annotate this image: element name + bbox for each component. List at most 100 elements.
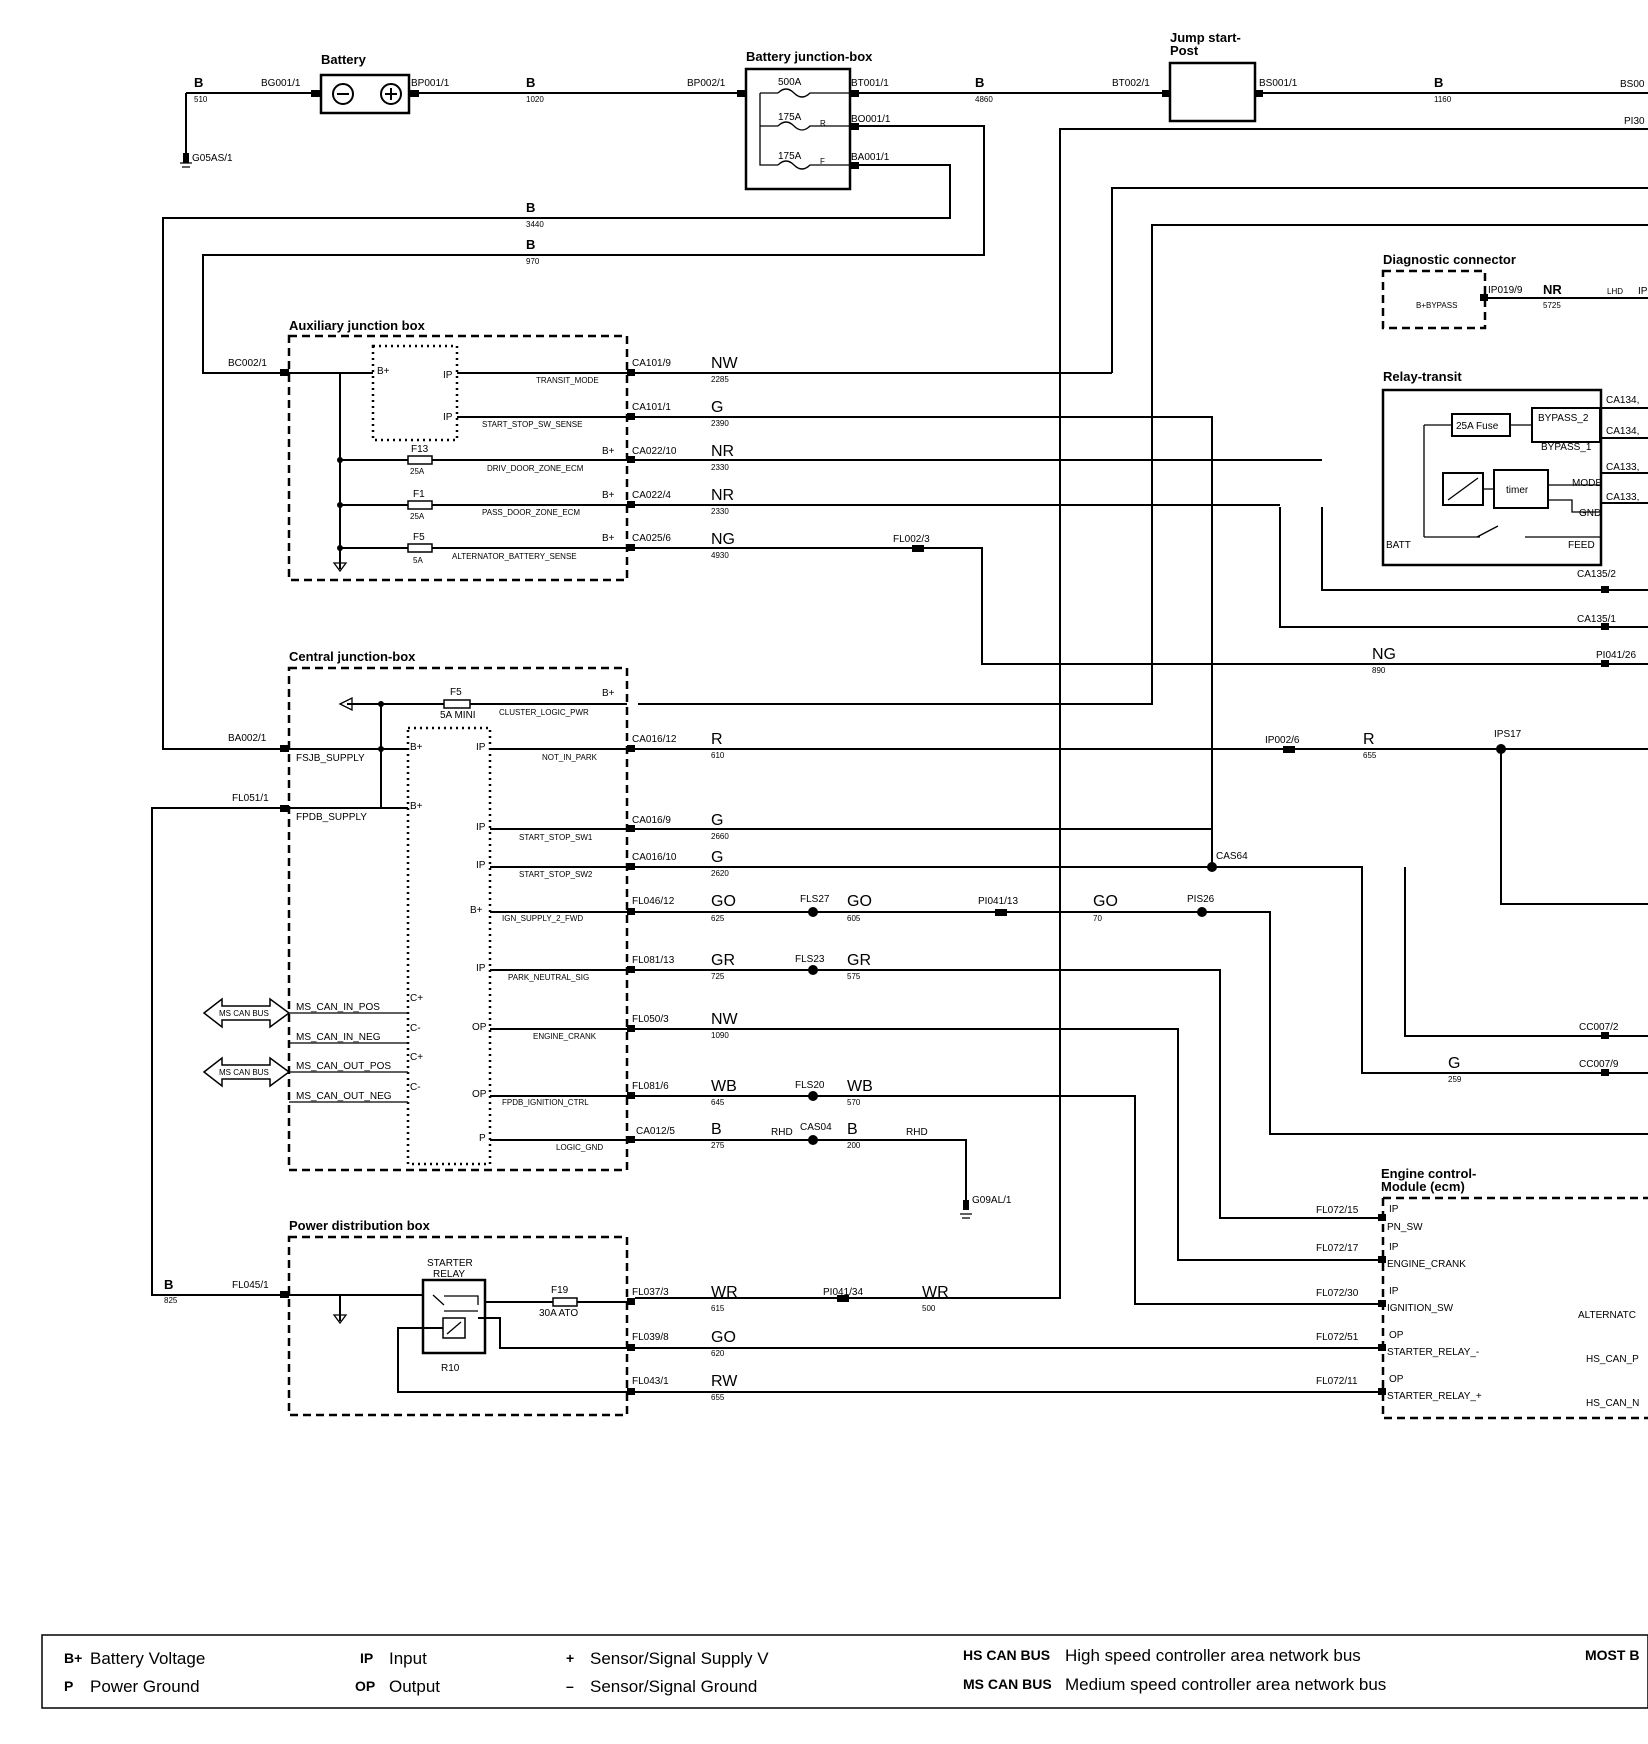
conn-ca016-10: CA016/10 — [632, 852, 677, 863]
ecm-op-1: OP — [1389, 1330, 1404, 1341]
conn-fls23: FLS23 — [795, 954, 825, 965]
wire-wb-570-num: 570 — [847, 1098, 861, 1107]
sig-not-in-park: NOT_IN_PARK — [542, 753, 598, 762]
legend-p-val: Power Ground — [90, 1677, 200, 1696]
ecm-pn-sw: PN_SW — [1387, 1222, 1423, 1233]
legend-most-key: MOST B — [1585, 1647, 1639, 1663]
jump-start-post-box — [1168, 61, 1257, 123]
battery-label: Battery — [321, 52, 367, 67]
legend-ms-key: MS CAN BUS — [963, 1676, 1052, 1692]
rhd-tag-1: RHD — [771, 1127, 793, 1138]
r10-label: R10 — [441, 1363, 460, 1374]
wire-b-510-num: 510 — [194, 95, 208, 104]
sig-fpdb-ign: FPDB_IGNITION_CTRL — [502, 1098, 589, 1107]
legend-op-key: OP — [355, 1678, 375, 1694]
wire-g-2660-color: G — [711, 812, 723, 829]
sig-driv-door: DRIV_DOOR_ZONE_ECM — [487, 464, 584, 473]
wire-gr-575-num: 575 — [847, 972, 861, 981]
conn-pi041-26: PI041/26 — [1596, 650, 1636, 661]
battery-feed-section: G05AS/1 B 510 BG001/1 Battery BP001/1 B … — [162, 30, 1648, 1299]
relay-feed: FEED — [1568, 540, 1595, 551]
cjb-bplus-fsjb: B+ — [410, 742, 423, 753]
wire-gr-575-color: GR — [847, 952, 871, 969]
conn-ip019: IP019/9 — [1488, 285, 1523, 296]
wire-ng-890-num: 890 — [1372, 666, 1386, 675]
relay-mode: MODE — [1572, 478, 1602, 489]
sig-pass-door: PASS_DOOR_ZONE_ECM — [482, 508, 580, 517]
wire-wb-645-color: WB — [711, 1078, 737, 1095]
battery-negative-icon — [332, 83, 354, 105]
wire-b-4860-color: B — [975, 75, 984, 90]
pdb-f19: F19 — [551, 1285, 569, 1296]
ecm-hs-can-n: HS_CAN_N — [1586, 1398, 1639, 1409]
bjb-fuse-r-tag: R — [820, 119, 826, 128]
cjb-bplus-cluster: B+ — [602, 688, 615, 699]
wire-b-510-color: B — [194, 75, 203, 90]
aux-bplus-3: B+ — [602, 533, 615, 544]
ecm-starter-plus: STARTER_RELAY_+ — [1387, 1391, 1482, 1402]
relay-timer: timer — [1506, 485, 1529, 496]
wire-b-275-num: 275 — [711, 1141, 725, 1150]
conn-fl037-3: FL037/3 — [632, 1287, 669, 1298]
conn-cc007-9: CC007/9 — [1579, 1059, 1619, 1070]
relay-batt: BATT — [1386, 540, 1411, 551]
conn-fl072-17: FL072/17 — [1316, 1243, 1359, 1254]
wire-nr-2330b-num: 2330 — [711, 507, 729, 516]
cjb-cplus-2: C+ — [410, 1052, 423, 1063]
conn-fl081-13: FL081/13 — [632, 955, 675, 966]
pdb-f19-rating: 30A ATO — [539, 1308, 578, 1319]
sig-alt-batt: ALTERNATOR_BATTERY_SENSE — [452, 552, 577, 561]
sig-can-in-pos: MS_CAN_IN_POS — [296, 1002, 380, 1013]
aux-jb-label: Auxiliary junction box — [289, 318, 426, 333]
battery-positive-icon — [380, 83, 402, 105]
wire-go-70-color: GO — [1093, 893, 1118, 910]
ecm-ignition-sw: IGNITION_SW — [1387, 1303, 1454, 1314]
conn-fl046-12: FL046/12 — [632, 896, 675, 907]
relay-fuse-label: 25A Fuse — [1456, 421, 1499, 432]
conn-bp002: BP002/1 — [687, 78, 726, 89]
jump-start-label-2: Post — [1170, 43, 1199, 58]
cjb-p-gnd: P — [479, 1133, 486, 1144]
wire-ng-4930-num: 4930 — [711, 551, 729, 560]
cjb-ip-pns: IP — [476, 963, 486, 974]
starter-relay-box — [421, 1278, 487, 1355]
wire-nw-1090-num: 1090 — [711, 1031, 729, 1040]
conn-ba002: BA002/1 — [228, 733, 267, 744]
conn-bs00: BS00 — [1620, 79, 1645, 90]
conn-fl043-1: FL043/1 — [632, 1376, 669, 1387]
wire-nr-2330a-num: 2330 — [711, 463, 729, 472]
conn-fl072-30: FL072/30 — [1316, 1288, 1359, 1299]
wire-b-1020-num: 1020 — [526, 95, 544, 104]
wire-ng-890-color: NG — [1372, 646, 1396, 663]
conn-bt001: BT001/1 — [851, 78, 889, 89]
conn-ca022-10: CA022/10 — [632, 446, 677, 457]
wire-b-275-color: B — [711, 1121, 722, 1138]
legend-minus-val: Sensor/Signal Ground — [590, 1677, 757, 1696]
sig-cluster: CLUSTER_LOGIC_PWR — [499, 708, 589, 717]
central-junction-box: Central junction-box F5 5A MINI B+ CLUST… — [151, 649, 1648, 1305]
wire-go-625-color: GO — [711, 893, 736, 910]
conn-fl072-51: FL072/51 — [1316, 1332, 1359, 1343]
sig-can-out-pos: MS_CAN_OUT_POS — [296, 1061, 391, 1072]
wire-g-259-color: G — [1448, 1055, 1460, 1072]
conn-cas64: CAS64 — [1216, 851, 1248, 862]
power-distribution-box: Power distribution box FL045/1 B 825 STA… — [164, 1218, 1378, 1417]
wire-b-1160-num: 1160 — [1434, 95, 1452, 104]
aux-bplus-2: B+ — [602, 490, 615, 501]
relay-bypass1: BYPASS_1 — [1541, 442, 1592, 453]
wire-wr-615-num: 615 — [711, 1304, 725, 1313]
ecm-op-2: OP — [1389, 1374, 1404, 1385]
cjb-cplus-1: C+ — [410, 993, 423, 1004]
legend-op-val: Output — [389, 1677, 440, 1696]
legend-hs-val: High speed controller area network bus — [1065, 1646, 1361, 1665]
legend-p-key: P — [64, 1678, 73, 1694]
legend-plus-val: Sensor/Signal Supply V — [590, 1649, 769, 1668]
aux-f1: F1 — [413, 489, 425, 500]
wire-b-825-color: B — [164, 1277, 173, 1292]
wire-nw-2285-color: NW — [711, 355, 739, 372]
wire-g-2620-num: 2620 — [711, 869, 729, 878]
conn-ca022-4: CA022/4 — [632, 490, 671, 501]
aux-f5: F5 — [413, 532, 425, 543]
conn-bc002: BC002/1 — [228, 358, 267, 369]
conn-bs001: BS001/1 — [1259, 78, 1298, 89]
